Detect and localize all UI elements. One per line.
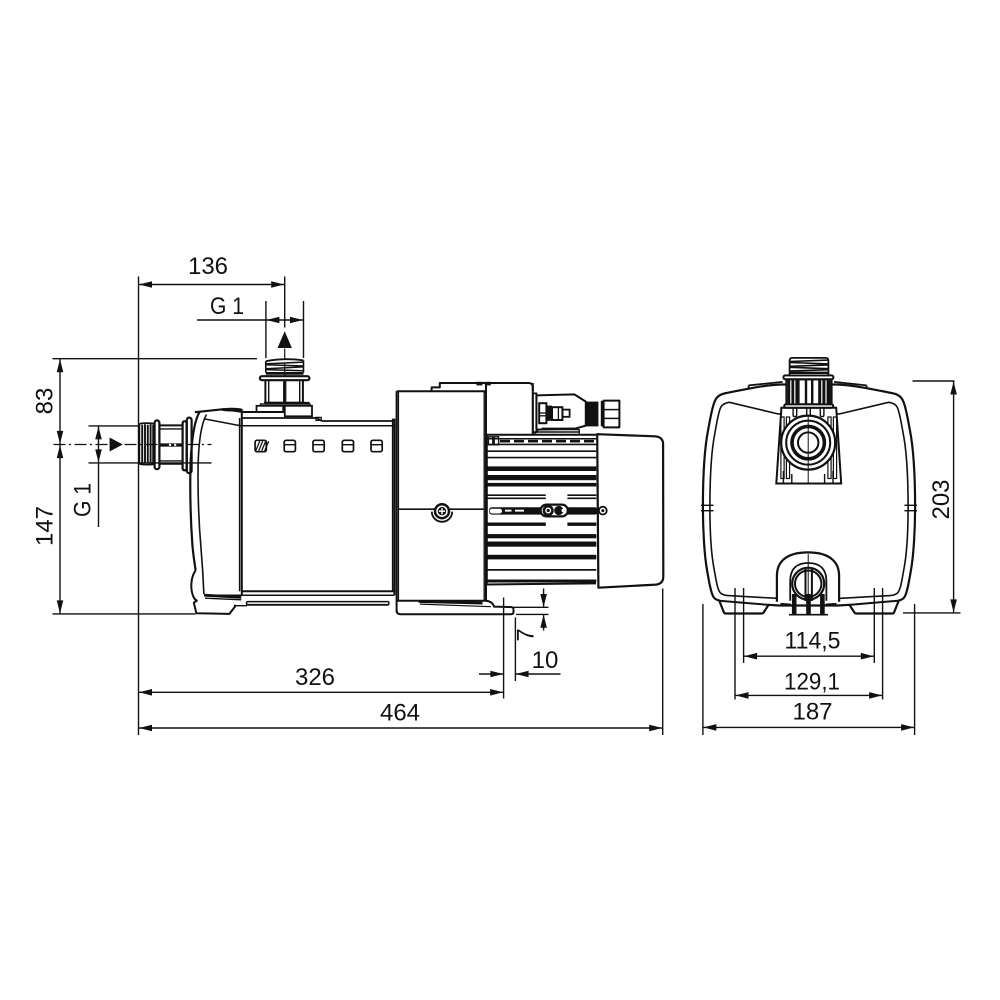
svg-text:10: 10 <box>532 647 559 674</box>
svg-text:129,1: 129,1 <box>784 669 840 696</box>
svg-text:203: 203 <box>928 479 955 519</box>
svg-text:G 1: G 1 <box>210 293 244 320</box>
svg-text:136: 136 <box>188 253 228 280</box>
svg-text:326: 326 <box>295 664 335 691</box>
svg-text:G 1: G 1 <box>70 483 97 517</box>
svg-text:187: 187 <box>792 699 832 726</box>
svg-text:147: 147 <box>32 506 59 546</box>
svg-text:114,5: 114,5 <box>785 628 841 655</box>
svg-text:7: 7 <box>513 628 540 641</box>
svg-text:83: 83 <box>32 388 59 415</box>
svg-text:464: 464 <box>380 700 420 727</box>
